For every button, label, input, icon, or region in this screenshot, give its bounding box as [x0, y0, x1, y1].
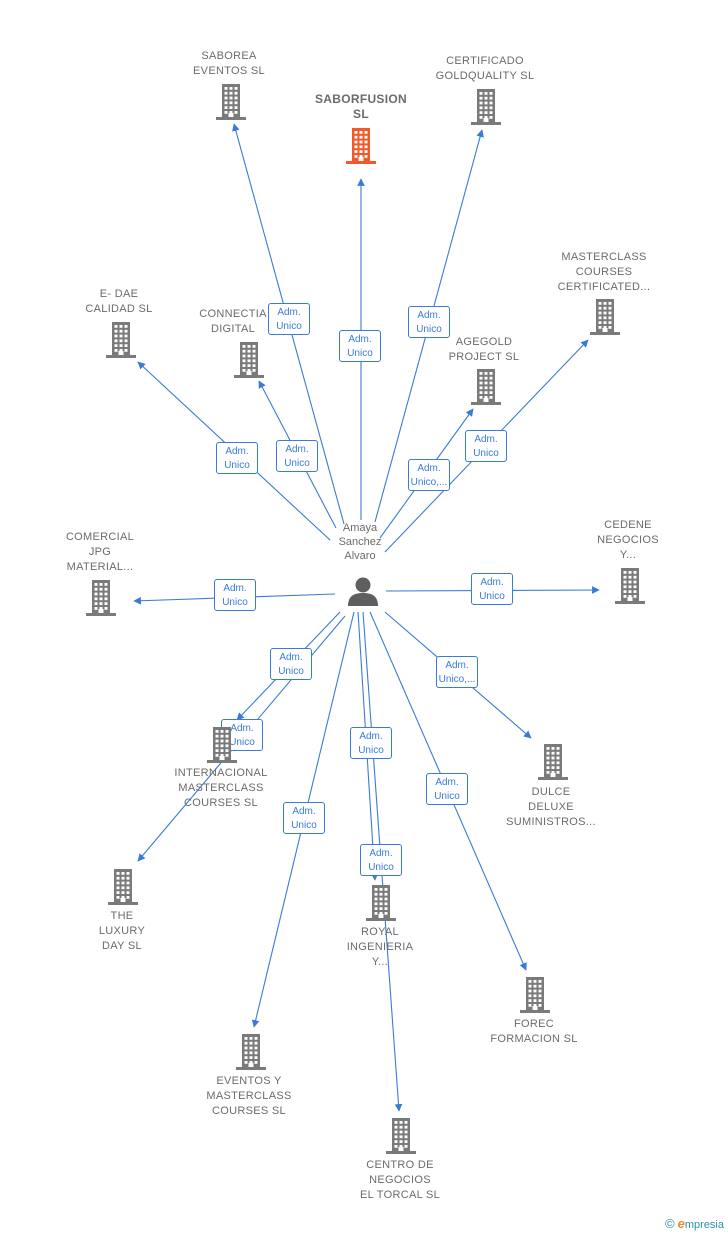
saborea-eventos-label[interactable]: SABOREA EVENTOS SL: [193, 50, 265, 77]
role-badge-comercial-jpg-material[interactable]: Adm. Unico: [214, 579, 256, 611]
eventos-y-masterclass-courses-label[interactable]: EVENTOS Y MASTERCLASS COURSES SL: [206, 1075, 292, 1117]
role-badge-cedene-negocios[interactable]: Adm. Unico: [471, 573, 513, 605]
role-badge-connectia-digital[interactable]: Adm. Unico: [276, 440, 318, 472]
e-dae-calidad-building-icon[interactable]: [106, 322, 136, 363]
saborfusion-building-icon[interactable]: [346, 128, 376, 169]
agegold-project-label[interactable]: AGEGOLD PROJECT SL: [448, 336, 520, 363]
saborea-eventos-building-icon[interactable]: [216, 84, 246, 125]
internacional-masterclass-courses-building-icon[interactable]: [207, 727, 237, 768]
role-badge-forec-formacion[interactable]: Adm. Unico: [426, 773, 468, 805]
royal-ingenieria-label[interactable]: ROYAL INGENIERIA Y...: [346, 926, 414, 968]
brand-name: mpresia: [684, 1219, 724, 1231]
role-badge-saborfusion[interactable]: Adm. Unico: [339, 330, 381, 362]
role-badge-dulce-deluxe-suministros[interactable]: Adm. Unico,...: [436, 656, 478, 688]
eventos-y-masterclass-courses-building-icon[interactable]: [236, 1034, 266, 1075]
role-badge-e-dae-calidad[interactable]: Adm. Unico: [216, 442, 258, 474]
royal-ingenieria-building-icon[interactable]: [366, 885, 396, 926]
connectia-digital-label[interactable]: CONNECTIA DIGITAL: [199, 308, 267, 335]
the-luxury-day-label[interactable]: THE LUXURY DAY SL: [98, 910, 146, 952]
brand-initial: e: [677, 1216, 685, 1231]
role-badge-internacional-masterclass-courses[interactable]: Adm. Unico: [270, 648, 312, 680]
brand-logo: © empresia: [665, 1216, 724, 1231]
agegold-project-building-icon[interactable]: [471, 369, 501, 410]
cedene-negocios-label[interactable]: CEDENE NEGOCIOS Y...: [597, 519, 659, 561]
e-dae-calidad-label[interactable]: E- DAE CALIDAD SL: [85, 288, 153, 315]
cedene-negocios-building-icon[interactable]: [615, 568, 645, 609]
comercial-jpg-material-building-icon[interactable]: [86, 580, 116, 621]
dulce-deluxe-suministros-building-icon[interactable]: [538, 744, 568, 785]
role-badge-eventos-y-masterclass-courses[interactable]: Adm. Unico: [283, 802, 325, 834]
masterclass-courses-certificated-label[interactable]: MASTERCLASS COURSES CERTIFICATED...: [557, 251, 651, 293]
dulce-deluxe-suministros-label[interactable]: DULCE DELUXE SUMINISTROS...: [506, 786, 596, 828]
role-badge-royal-ingenieria[interactable]: Adm. Unico: [350, 727, 392, 759]
person-icon[interactable]: [346, 575, 380, 607]
certificado-goldquality-label[interactable]: CERTIFICADO GOLDQUALITY SL: [435, 55, 535, 82]
role-badge-agegold-project[interactable]: Adm. Unico,...: [408, 459, 450, 491]
comercial-jpg-material-label[interactable]: COMERCIAL JPG MATERIAL...: [65, 531, 135, 573]
centro-de-negocios-el-torcal-building-icon[interactable]: [386, 1118, 416, 1159]
forec-formacion-label[interactable]: FOREC FORMACION SL: [490, 1018, 578, 1045]
role-badge-certificado-goldquality[interactable]: Adm. Unico: [408, 306, 450, 338]
saborfusion-label[interactable]: SABORFUSION SL: [315, 92, 407, 121]
role-badge-masterclass-courses-certificated[interactable]: Adm. Unico: [465, 430, 507, 462]
masterclass-courses-certificated-building-icon[interactable]: [590, 299, 620, 340]
centro-de-negocios-el-torcal-label[interactable]: CENTRO DE NEGOCIOS EL TORCAL SL: [359, 1159, 441, 1201]
forec-formacion-building-icon[interactable]: [520, 977, 550, 1018]
the-luxury-day-building-icon[interactable]: [108, 869, 138, 910]
copyright-symbol: ©: [664, 1216, 675, 1231]
role-badge-centro-de-negocios-el-torcal[interactable]: Adm. Unico: [360, 844, 402, 876]
connectia-digital-building-icon[interactable]: [234, 342, 264, 383]
center-person-label[interactable]: Amaya Sanchez Alvaro: [338, 522, 382, 562]
certificado-goldquality-building-icon[interactable]: [471, 89, 501, 130]
role-badge-saborea-eventos[interactable]: Adm. Unico: [268, 303, 310, 335]
internacional-masterclass-courses-label[interactable]: INTERNACIONAL MASTERCLASS COURSES SL: [174, 767, 268, 809]
